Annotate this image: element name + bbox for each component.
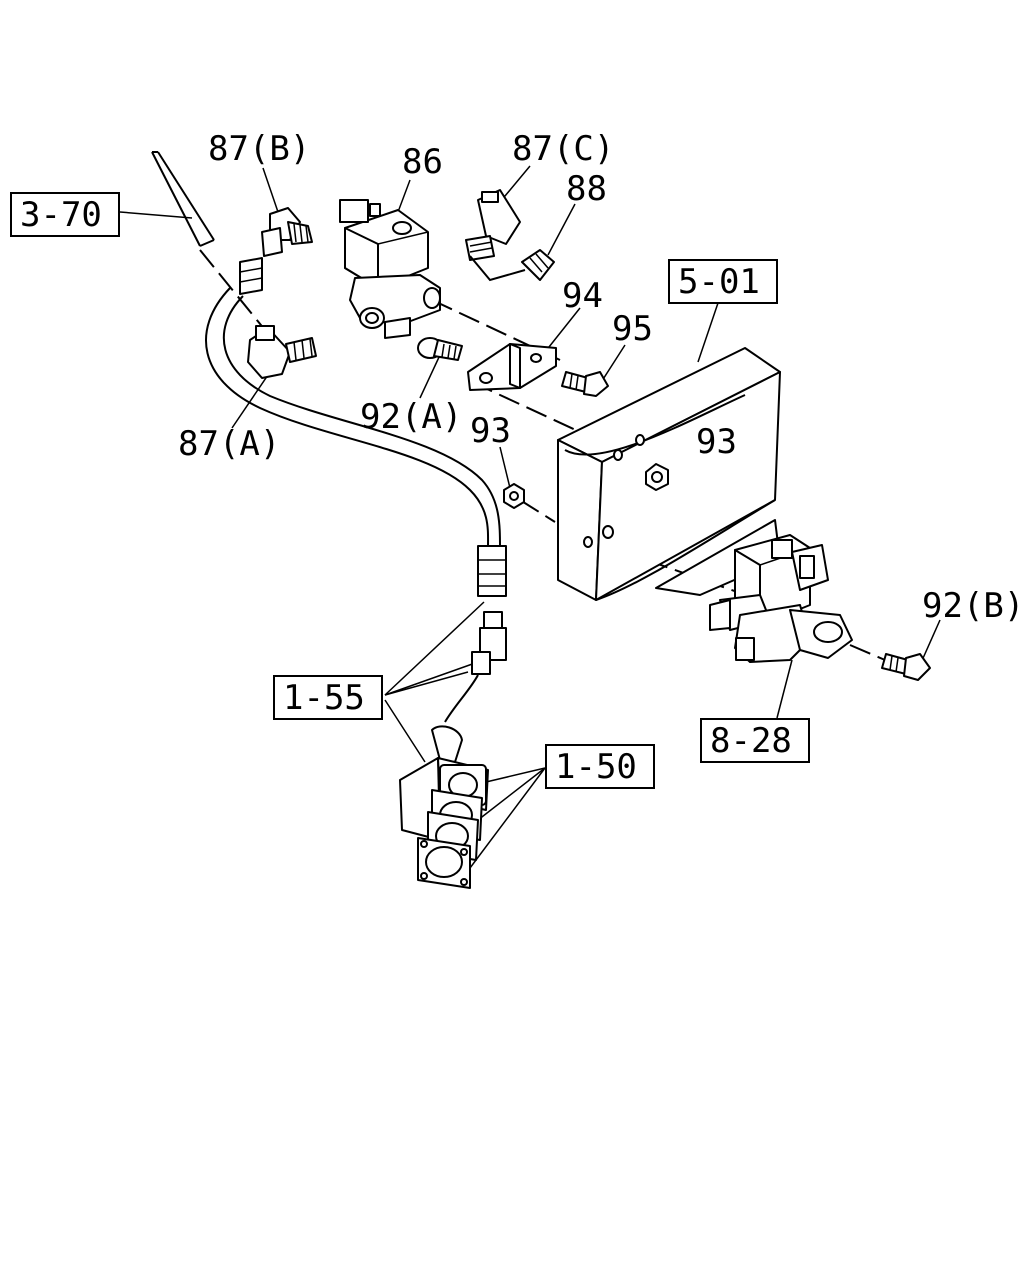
callout-88: 88 bbox=[566, 169, 607, 209]
callout-87b: 87(B) bbox=[208, 129, 310, 169]
elbow-fitting-87a bbox=[247, 325, 317, 379]
ref-label-3-70: 3-70 bbox=[20, 195, 102, 235]
compressor-assembly bbox=[399, 725, 489, 889]
bolt-92b bbox=[881, 653, 931, 681]
callout-93-right: 93 bbox=[696, 422, 737, 462]
ref-label-8-28: 8-28 bbox=[710, 721, 792, 761]
ref-label-1-50: 1-50 bbox=[555, 747, 637, 787]
callout-93-left: 93 bbox=[470, 411, 511, 451]
tee-fitting bbox=[444, 611, 507, 723]
ref-box-5-01[interactable]: 5-01 bbox=[668, 259, 778, 304]
solenoid-valve-86 bbox=[339, 199, 441, 339]
callout-labels: 87(B) 86 87(C) 88 94 95 92(A) 87(A) 93 9… bbox=[178, 129, 1024, 626]
callout-87a: 87(A) bbox=[178, 424, 280, 464]
bracket-94 bbox=[467, 343, 557, 391]
ref-box-1-50[interactable]: 1-50 bbox=[545, 744, 655, 789]
callout-86: 86 bbox=[402, 142, 443, 182]
valve-8-28 bbox=[709, 534, 853, 663]
callout-95: 95 bbox=[612, 309, 653, 349]
bolt-92a bbox=[417, 337, 463, 361]
air-hose bbox=[151, 151, 501, 549]
elbow-fitting-87b bbox=[261, 207, 313, 257]
fitting-87c bbox=[465, 189, 526, 282]
callout-94: 94 bbox=[562, 276, 603, 316]
bolt-95 bbox=[561, 371, 609, 397]
ref-box-3-70[interactable]: 3-70 bbox=[10, 192, 120, 237]
nut-93-left bbox=[503, 483, 525, 509]
hose-connector bbox=[239, 257, 263, 295]
nut-93-right bbox=[645, 463, 669, 491]
ref-label-5-01: 5-01 bbox=[678, 262, 760, 302]
callout-92a: 92(A) bbox=[360, 397, 462, 437]
callout-92b: 92(B) bbox=[922, 586, 1024, 626]
hose-end-fitting bbox=[477, 545, 507, 597]
leader-lines bbox=[119, 165, 941, 869]
ref-box-8-28[interactable]: 8-28 bbox=[700, 718, 810, 763]
plug-88 bbox=[521, 249, 555, 281]
callout-87c: 87(C) bbox=[512, 129, 614, 169]
ref-label-1-55: 1-55 bbox=[283, 678, 365, 718]
ref-box-1-55[interactable]: 1-55 bbox=[273, 675, 383, 720]
frame-bracket bbox=[557, 347, 781, 601]
